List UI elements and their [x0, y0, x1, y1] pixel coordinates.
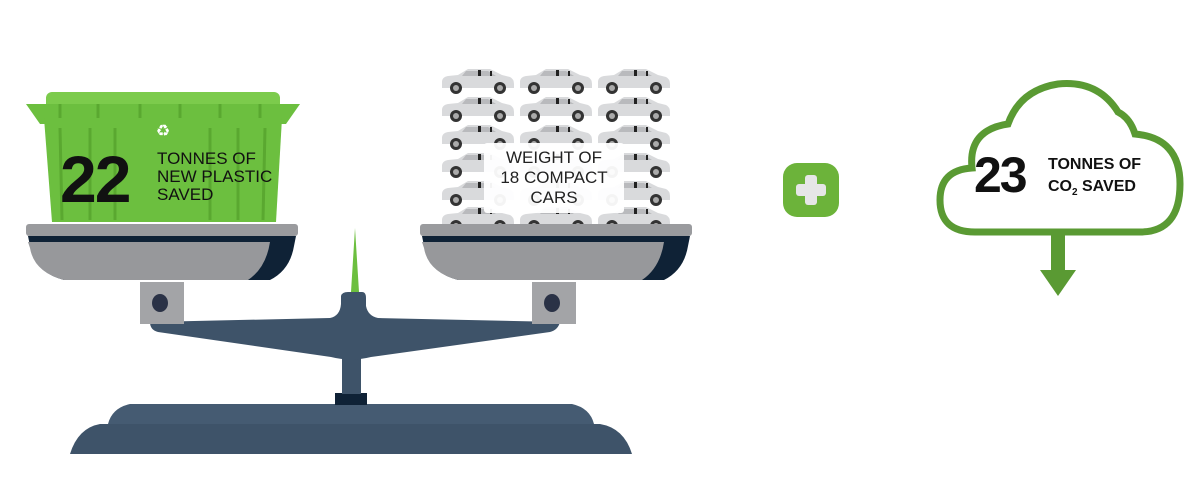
scale-needle: [351, 228, 359, 292]
cloud-icon: [936, 80, 1184, 296]
co2-label-line2: CO2 SAVED: [1048, 178, 1136, 199]
cars-label-line2: 18 COMPACT: [500, 168, 608, 187]
co2-label-line1: TONNES OF: [1048, 156, 1142, 173]
recycling-bin: ♻: [26, 92, 300, 222]
cars-label-box: WEIGHT OF 18 COMPACT CARS: [484, 143, 624, 213]
co2-number: 23: [974, 147, 1028, 203]
plastic-label: TONNES OF NEW PLASTIC SAVED: [157, 150, 272, 204]
plastic-number: 22: [60, 142, 131, 216]
cars-label-line3: CARS: [530, 188, 578, 207]
cars-label-line1: WEIGHT OF: [505, 148, 602, 167]
left-pan: [26, 224, 298, 280]
plastic-label-line2: NEW PLASTIC: [157, 167, 273, 186]
recycle-icon: ♻: [156, 123, 170, 140]
plastic-label-line3: SAVED: [157, 185, 214, 204]
plastic-label-line1: TONNES OF: [157, 149, 256, 168]
co2-label: TONNES OF CO2 SAVED: [1048, 154, 1141, 204]
scale-base: [70, 350, 632, 454]
scale-beam: [150, 292, 560, 360]
plus-icon: [783, 163, 839, 217]
right-pan: [420, 224, 692, 280]
